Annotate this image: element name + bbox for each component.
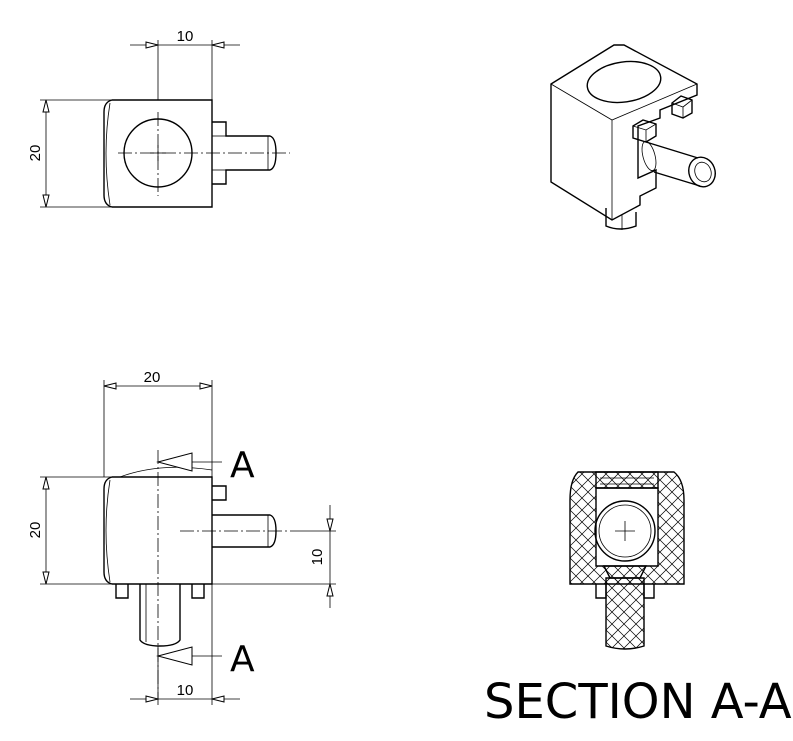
top-dim-width: 10 (177, 28, 194, 45)
front-view-pin (212, 514, 277, 548)
top-view: 10 20 (27, 28, 290, 208)
section-letter-top: A (230, 445, 255, 486)
section-arrow-top: A (156, 445, 255, 486)
section-arrow-bottom: A (156, 639, 255, 680)
section-view: SECTION A-A (484, 471, 792, 730)
front-dim-bottom: 10 (177, 682, 194, 699)
front-dim-width: 20 (144, 369, 161, 386)
front-view: 20 20 10 10 A A (27, 369, 336, 705)
iso-top-bore (586, 60, 662, 104)
front-view-bottom-pin (139, 584, 181, 647)
top-dim-height: 20 (27, 145, 44, 162)
section-ball (594, 500, 656, 562)
section-title: SECTION A-A (484, 674, 792, 730)
iso-body (550, 44, 698, 221)
front-dim-height: 20 (27, 522, 44, 539)
top-view-pin (212, 121, 277, 185)
section-bottom-pin (605, 577, 645, 650)
section-body-hatch (569, 471, 685, 585)
section-letter-bottom: A (230, 639, 255, 680)
front-dim-pin: 10 (309, 549, 326, 566)
isometric-view (550, 44, 716, 230)
iso-pin (645, 141, 701, 187)
